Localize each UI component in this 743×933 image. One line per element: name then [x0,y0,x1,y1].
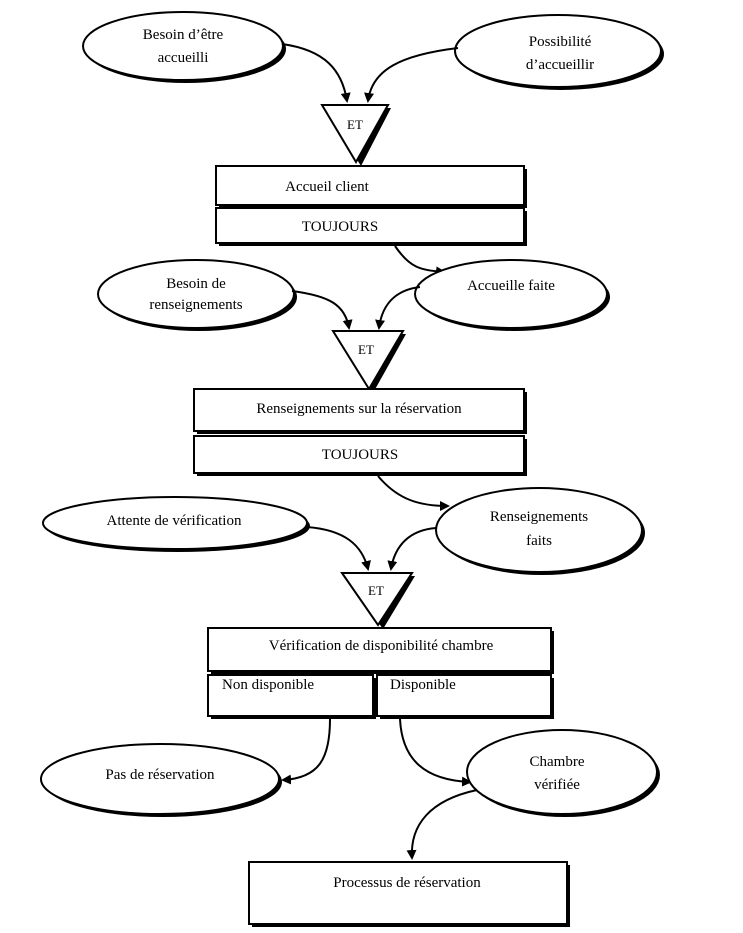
event-label-line-1: Possibilité [529,34,592,50]
operation-accueil-client: Accueil client TOUJOURS [215,165,527,246]
operation-title: Processus de réservation [333,875,481,891]
arrow-possibilite-to-et1 [364,47,459,103]
event-chambre-verifiee: Chambre vérifiée [466,729,660,817]
arrow-besoin-accueilli-to-et1 [281,43,351,103]
operation-title: Renseignements sur la réservation [256,401,462,417]
et-gate-1: ET [320,104,391,166]
operation-title: Accueil client [285,179,370,195]
operation-rule-disponible: Disponible [390,677,456,693]
event-label: Attente de vérification [107,513,242,529]
arrow-attente-to-et3 [306,526,371,571]
arrow-besoin-renseignements-to-et2 [291,290,353,330]
et-gate-label: ET [358,342,374,357]
arrow-accueille-faite-to-et2 [375,286,421,330]
event-renseignements-faits: Renseignements faits [435,487,645,575]
operation-title: Vérification de disponibilité chambre [269,638,494,654]
event-label-line-2: faits [526,533,552,549]
event-accueille-faite: Accueille faite [414,259,610,331]
event-label-line-1: Besoin de [166,276,226,292]
event-label-line-1: Besoin d’être [143,27,224,43]
et-gate-label: ET [368,583,384,598]
event-attente-verification: Attente de vérification [42,496,310,552]
arrow-accueil-to-accueille-faite [394,245,446,277]
event-label: Accueille faite [467,278,555,294]
arrow-renseignements-faits-to-et3 [387,527,437,571]
event-label-line-2: renseignements [149,297,242,313]
operation-processus-reservation: Processus de réservation [248,861,570,927]
operation-verification-disponibilite: Vérification de disponibilité chambre No… [207,627,554,719]
event-possibilite-accueillir: Possibilité d’accueillir [454,14,664,90]
arrow-renseignements-to-renseignements-faits [377,475,450,511]
event-pas-reservation: Pas de réservation [40,743,282,817]
event-label-line-2: accueilli [158,50,209,66]
event-label: Pas de réservation [105,767,215,783]
et-gate-3: ET [340,572,415,629]
operation-rule: TOUJOURS [302,219,378,235]
et-gate-label: ET [347,117,363,132]
operation-renseignements-reservation: Renseignements sur la réservation TOUJOU… [193,388,527,476]
arrow-disponible-to-chambre-verifiee [399,718,472,787]
event-label-line-2: d’accueillir [526,57,594,73]
et-gate-2: ET [331,330,406,393]
operation-rule: TOUJOURS [322,447,398,463]
event-besoin-renseignements: Besoin de renseignements [97,259,297,331]
event-besoin-etre-accueilli: Besoin d’être accueilli [82,11,286,83]
event-label-line-2: vérifiée [534,777,580,793]
arrow-chambre-verifiee-to-processus [406,789,478,860]
event-label-line-1: Chambre [530,754,585,770]
event-label-line-1: Renseignements [490,509,588,525]
arrow-non-disponible-to-pas-reservation [281,718,331,785]
operation-rule-non-disponible: Non disponible [222,677,314,693]
